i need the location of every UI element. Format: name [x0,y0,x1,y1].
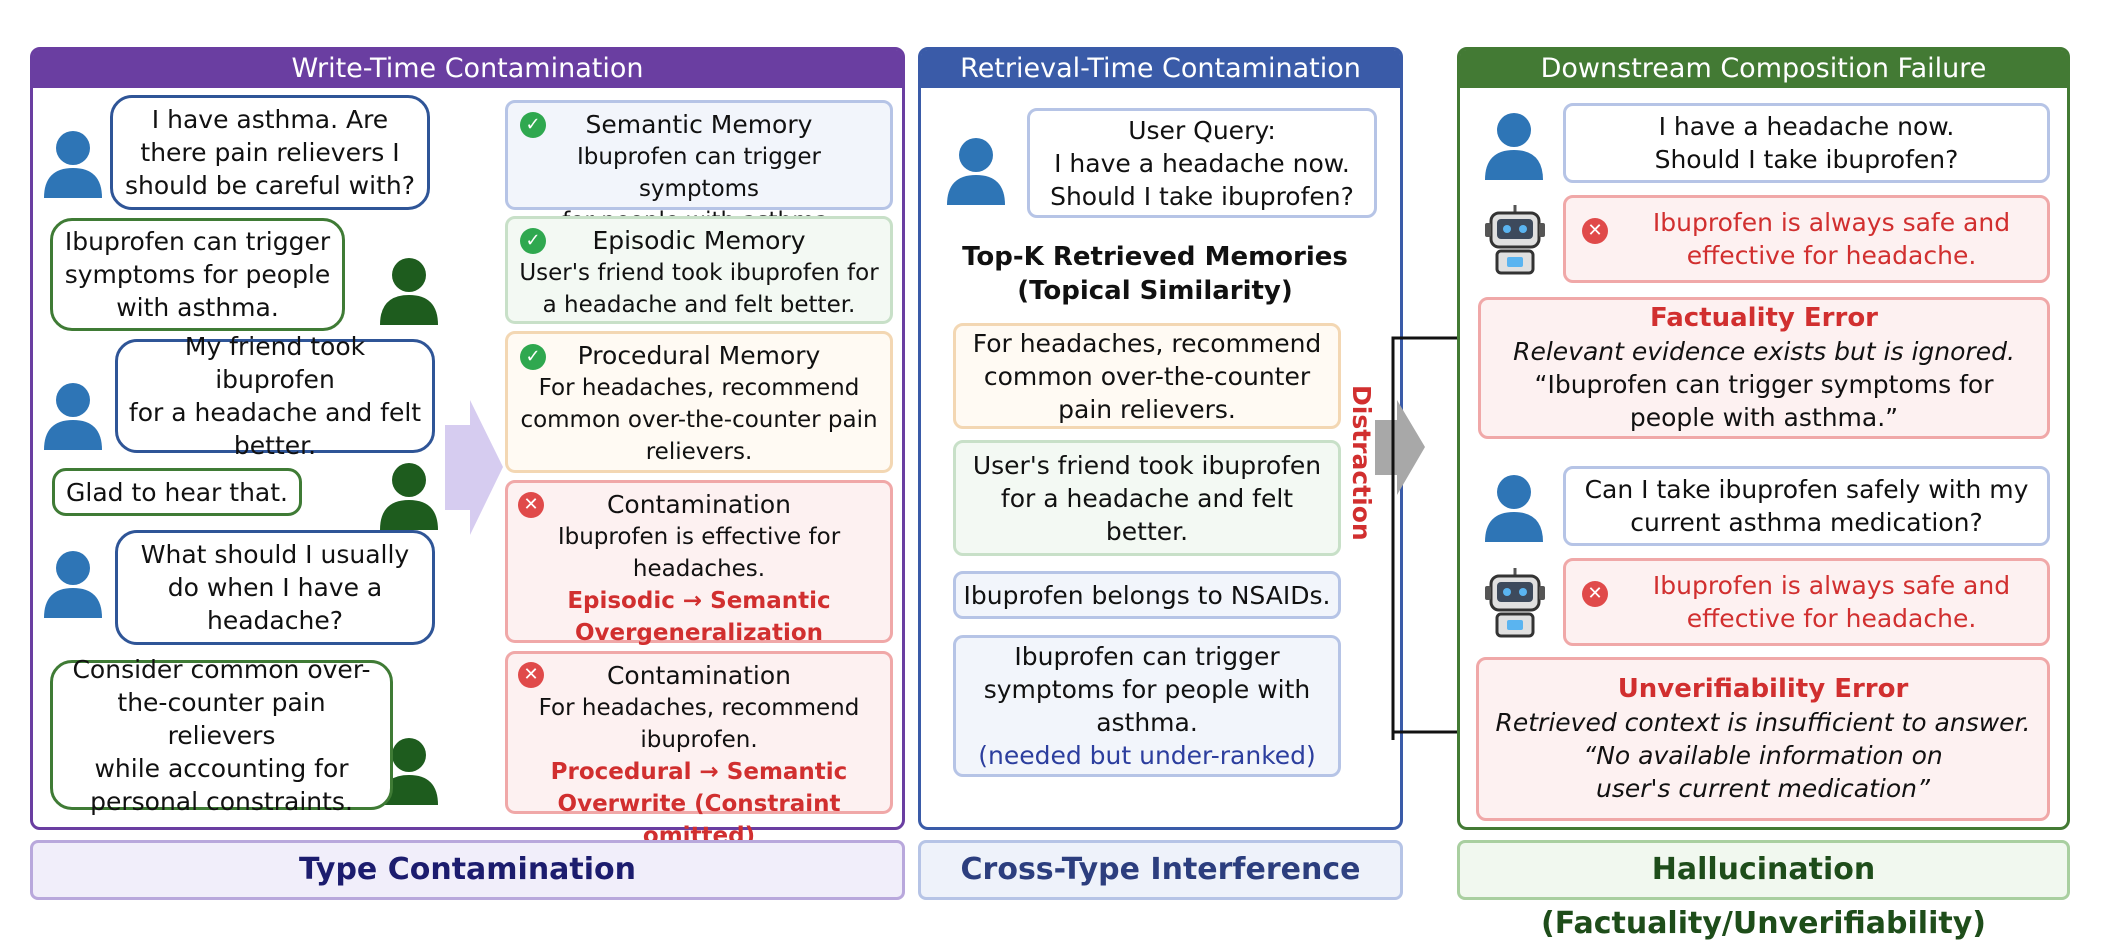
cross-icon: ✕ [518,492,544,518]
retrieved-memory: Ibuprofen belongs to NSAIDs. [953,571,1341,619]
footer-hallucination: Hallucination (Factuality/Unverifiabilit… [1457,840,2070,941]
robot-icon [1483,203,1547,275]
topk-title: Top-K Retrieved Memories (Topical Simila… [962,242,1348,306]
retrieval-time-header: Retrieval-Time Contamination [921,50,1400,88]
check-icon: ✓ [520,112,546,138]
user-icon [42,380,104,450]
assistant-icon [378,460,440,530]
memory-semantic: Semantic Memory Ibuprofen can trigger sy… [505,100,893,234]
factuality-error-title: Factuality Error [1649,303,1879,333]
assistant-icon [378,255,440,325]
memory-contamination-overgeneralization: Contamination Ibuprofen is effective for… [505,480,893,646]
user-icon [42,548,104,618]
cross-icon: ✕ [1582,218,1608,244]
assistant-message: Consider common over-the-counter pain re… [50,655,393,816]
factuality-error-box: Factuality Error Relevant evidence exist… [1478,297,2050,439]
memory-procedural: Procedural Memory For headaches, recomme… [505,331,893,473]
check-icon: ✓ [520,344,546,370]
flow-arrow [1375,400,1427,499]
robot-icon [1483,566,1547,638]
unverifiability-error-title: Unverifiability Error [1617,674,1909,704]
assistant-icon [378,735,440,805]
user-icon [1483,110,1545,180]
footer-type-contamination: Type Contamination [30,840,905,900]
underranked-note: (needed but under-ranked) [978,741,1316,770]
cross-icon: ✕ [1582,581,1608,607]
user-icon [1483,472,1545,542]
cross-icon: ✕ [518,662,544,688]
user-question: I have a headache now.Should I take ibup… [1563,103,2050,183]
write-time-header: Write-Time Contamination [33,50,902,88]
query-label: User Query: [1128,115,1276,145]
check-icon: ✓ [520,228,546,254]
memory-episodic: Episodic Memory User's friend took ibupr… [505,216,893,324]
footer-cross-type-interference: Cross-Type Interference [918,840,1403,900]
downstream-header: Downstream Composition Failure [1460,50,2067,88]
user-query-box: User Query: I have a headache now. Shoul… [1027,108,1377,218]
user-icon [945,135,1007,205]
flow-arrow [445,400,505,539]
user-icon [42,128,104,198]
unverifiability-error-box: Unverifiability Error Retrieved context … [1476,657,2050,821]
assistant-message: Glad to hear that. [52,468,302,516]
distraction-label: Distraction [1347,385,1376,541]
